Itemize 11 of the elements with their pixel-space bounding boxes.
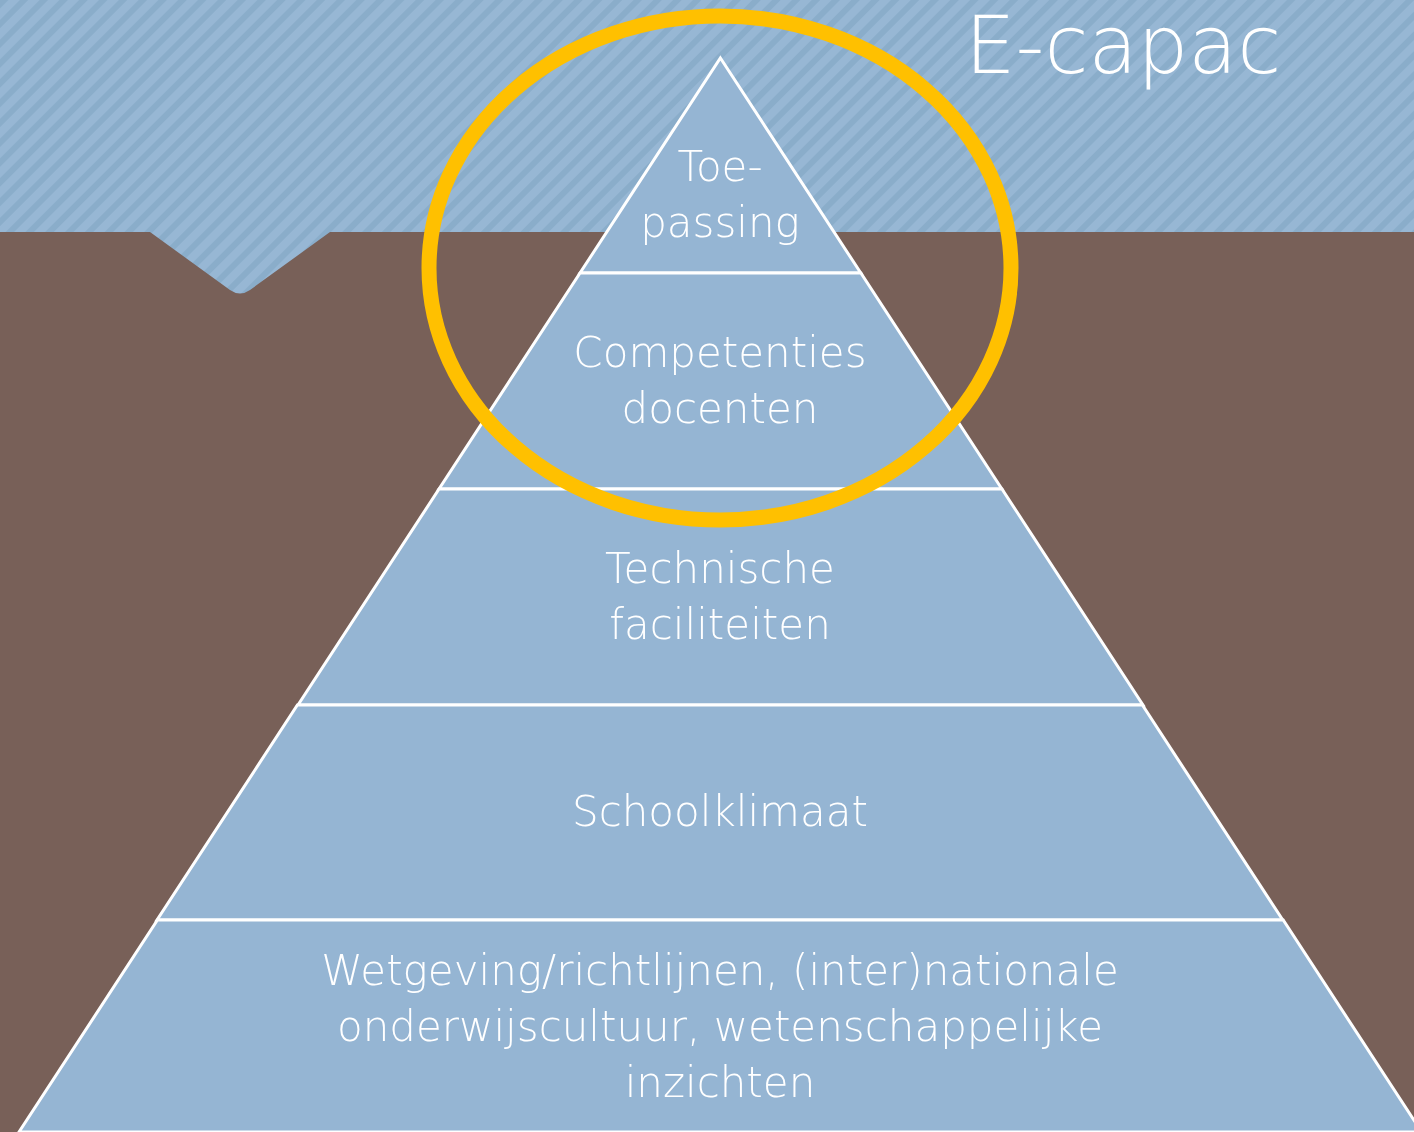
pyramid-tier xyxy=(157,705,1283,920)
tier-label: Competenties docenten xyxy=(572,327,868,435)
tier-label: Schoolklimaat xyxy=(571,786,869,838)
tier-label: Wetgeving/richtlijnen, (inter)nationale onderwijscultuur, wetenschappelijke inzichten xyxy=(320,945,1120,1109)
pyramid-tier xyxy=(297,489,1143,705)
pyramid-tier xyxy=(579,58,861,273)
pyramid-tier xyxy=(18,920,1414,1132)
tier-label: Technische faciliteiten xyxy=(604,543,836,651)
title: E-capac xyxy=(965,0,1282,92)
tier-label: Toe- passing xyxy=(639,141,801,249)
pyramid-tier xyxy=(438,273,1002,489)
